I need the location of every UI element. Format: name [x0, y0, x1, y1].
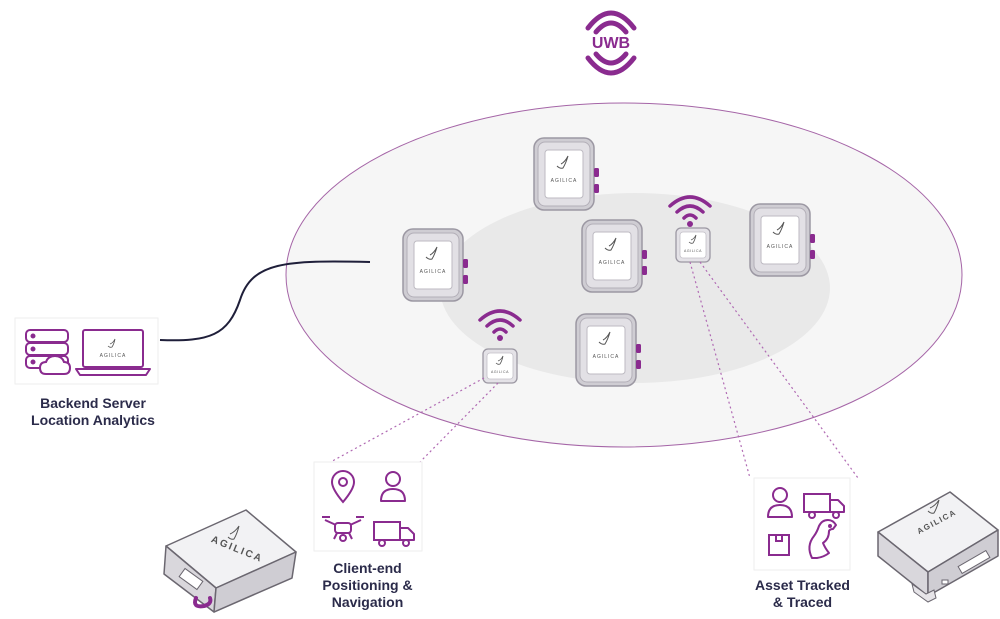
dog-icon: [808, 519, 837, 559]
backend-caption: Backend Server Location Analytics: [8, 395, 178, 429]
client-caption-line1: Client-end: [333, 560, 402, 576]
uwb-tag: [482, 348, 518, 384]
backend-cable: [159, 260, 371, 342]
package-icon: [768, 534, 790, 556]
uwb-tag: [675, 227, 711, 263]
laptop-brand: AGILICA: [100, 353, 127, 359]
uwb-anchor: [533, 137, 600, 211]
asset-caption-line1: Asset Tracked: [755, 577, 850, 593]
dotted-connectors: [315, 261, 859, 479]
client-icons-panel: [313, 461, 423, 552]
uwb-label: UWB: [592, 35, 630, 52]
uwb-anchor: [581, 219, 648, 293]
uwb-signal-icon: [585, 10, 637, 76]
client-caption-line3: Navigation: [331, 594, 404, 610]
asset-caption-line2: & Traced: [772, 594, 833, 610]
asset-caption: Asset Tracked & Traced: [740, 577, 865, 611]
drone-icon: [322, 516, 364, 542]
client-caption: Client-end Positioning & Navigation: [300, 560, 435, 611]
uwb-tag-module-right: AGILICA: [877, 491, 999, 603]
client-caption-line2: Positioning &: [322, 577, 413, 593]
uwb-anchor: [749, 203, 816, 277]
uwb-anchor: [575, 313, 642, 387]
backend-caption-line1: Backend Server: [40, 395, 146, 411]
laptop-icon: AGILICA: [75, 329, 151, 376]
backend-caption-line2: Location Analytics: [31, 412, 155, 428]
server-cloud-icon: [25, 329, 72, 375]
uwb-anchor: [402, 228, 469, 302]
uwb-tag-module-left: AGILICA: [163, 509, 297, 613]
location-pin-icon: [330, 470, 356, 504]
